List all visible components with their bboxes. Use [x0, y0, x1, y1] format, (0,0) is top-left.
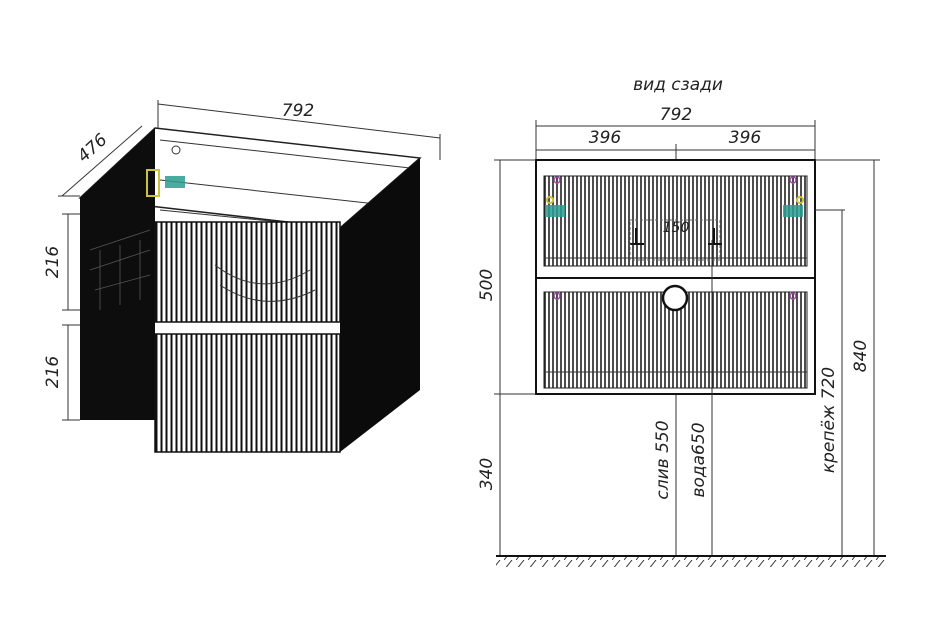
dim-mount-label: крепёж 720 — [819, 367, 839, 473]
dim-total-width-label: 792 — [660, 105, 692, 125]
dim-water-label: вода650 — [689, 422, 709, 497]
floor-hatch — [496, 557, 886, 567]
front-drawer-top — [154, 221, 341, 323]
dim-drawer-top-label: 216 — [43, 246, 63, 279]
isometric-view: 792 476 216 216 — [43, 100, 441, 453]
rear-view-title: вид сзади — [633, 75, 723, 95]
dim-height-label: 500 — [477, 269, 497, 301]
dim-total-height-label: 840 — [851, 340, 871, 372]
dim-half-right-label: 396 — [729, 128, 762, 148]
drain-hole — [661, 284, 689, 312]
front-drawer-bottom — [154, 333, 341, 453]
dim-width-label: 792 — [282, 101, 314, 121]
cabinet-side — [80, 128, 155, 420]
cabinet-right-side — [340, 158, 420, 452]
dim-depth-label: 476 — [74, 130, 112, 167]
dim-drain-label: слив 550 — [653, 420, 673, 499]
rear-view: вид сзади 792 396 396 150 — [477, 75, 886, 567]
dim-floor-offset-label: 340 — [477, 458, 497, 490]
dim-half-left-label: 396 — [589, 128, 622, 148]
dim-drawer-bottom-label: 216 — [43, 356, 63, 389]
dim-center-spacing-label: 150 — [663, 220, 690, 236]
